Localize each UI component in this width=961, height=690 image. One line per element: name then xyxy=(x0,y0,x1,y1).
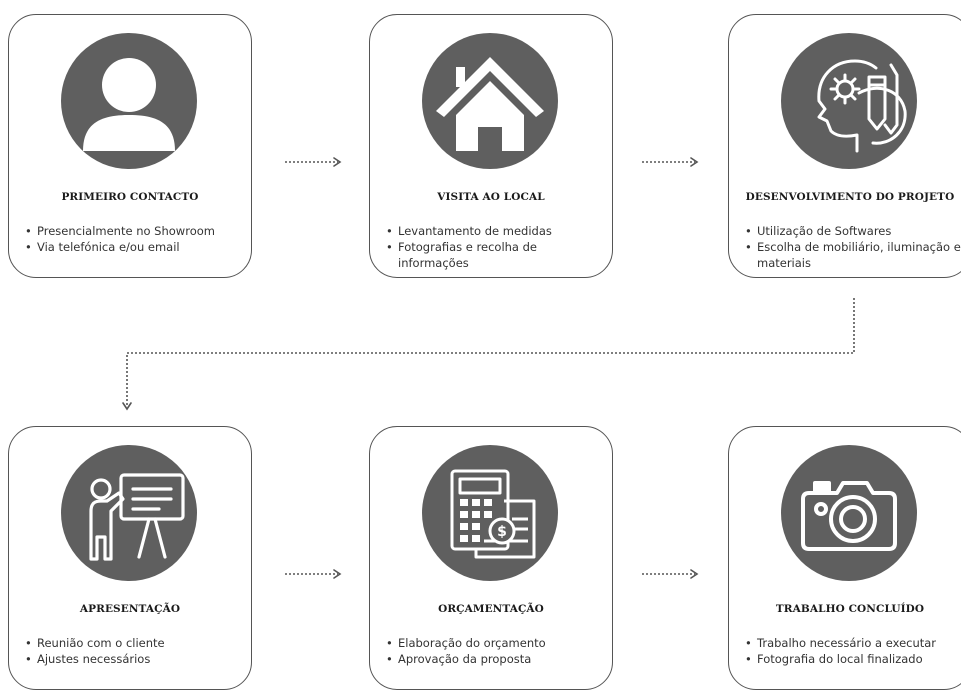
step-bullets: Reunião com o cliente Ajustes necessário… xyxy=(23,635,245,667)
bullet-item: Presencialmente no Showroom xyxy=(23,223,245,239)
bullet-item: Via telefónica e/ou email xyxy=(23,239,245,255)
bullet-item: Fotografia do local finalizado xyxy=(743,651,961,667)
step-card-apresentacao: APRESENTAÇÃO Reunião com o cliente Ajust… xyxy=(8,426,252,690)
presentation-icon xyxy=(61,445,197,581)
bullet-item: Fotografias e recolha de informações xyxy=(384,239,606,271)
arrow-step3-to-step4 xyxy=(126,298,855,407)
step-card-primeiro-contacto: PRIMEIRO CONTACTO Presencialmente no Sho… xyxy=(8,14,252,278)
house-icon xyxy=(422,33,558,169)
step-bullets: Utilização de Softwares Escolha de mobil… xyxy=(743,223,961,271)
step-bullets: Trabalho necessário a executar Fotografi… xyxy=(743,635,961,667)
budget-calculator-icon: $ xyxy=(422,445,558,581)
bullet-item: Trabalho necessário a executar xyxy=(743,635,961,651)
creative-head-icon xyxy=(781,33,917,169)
step-title: DESENVOLVIMENTO DO PROJETO xyxy=(745,191,955,203)
step-title: ORÇAMENTAÇÃO xyxy=(438,603,544,615)
step-bullets: Elaboração do orçamento Aprovação da pro… xyxy=(384,635,606,667)
bullet-item: Escolha de mobiliário, iluminação e mate… xyxy=(743,239,961,271)
step-title: PRIMEIRO CONTACTO xyxy=(61,191,199,203)
step-bullets: Presencialmente no Showroom Via telefóni… xyxy=(23,223,245,255)
step-card-trabalho-concluido: TRABALHO CONCLUÍDO Trabalho necessário a… xyxy=(728,426,961,690)
step-card-orcamentacao: $ ORÇAMENTAÇÃO Elaboração do orçamento A… xyxy=(369,426,613,690)
step-bullets: Levantamento de medidas Fotografias e re… xyxy=(384,223,606,271)
bullet-item: Elaboração do orçamento xyxy=(384,635,606,651)
bullet-item: Levantamento de medidas xyxy=(384,223,606,239)
step-card-desenvolvimento-do-projeto: DESENVOLVIMENTO DO PROJETO Utilização de… xyxy=(728,14,961,278)
step-card-visita-ao-local: VISITA AO LOCAL Levantamento de medidas … xyxy=(369,14,613,278)
bullet-item: Utilização de Softwares xyxy=(743,223,961,239)
person-icon xyxy=(61,33,197,169)
step-title: APRESENTAÇÃO xyxy=(79,603,181,615)
camera-icon xyxy=(781,445,917,581)
bullet-item: Ajustes necessários xyxy=(23,651,245,667)
step-title: TRABALHO CONCLUÍDO xyxy=(775,603,925,615)
bullet-item: Reunião com o cliente xyxy=(23,635,245,651)
svg-text:$: $ xyxy=(497,524,507,540)
step-title: VISITA AO LOCAL xyxy=(437,191,545,203)
bullet-item: Aprovação da proposta xyxy=(384,651,606,667)
